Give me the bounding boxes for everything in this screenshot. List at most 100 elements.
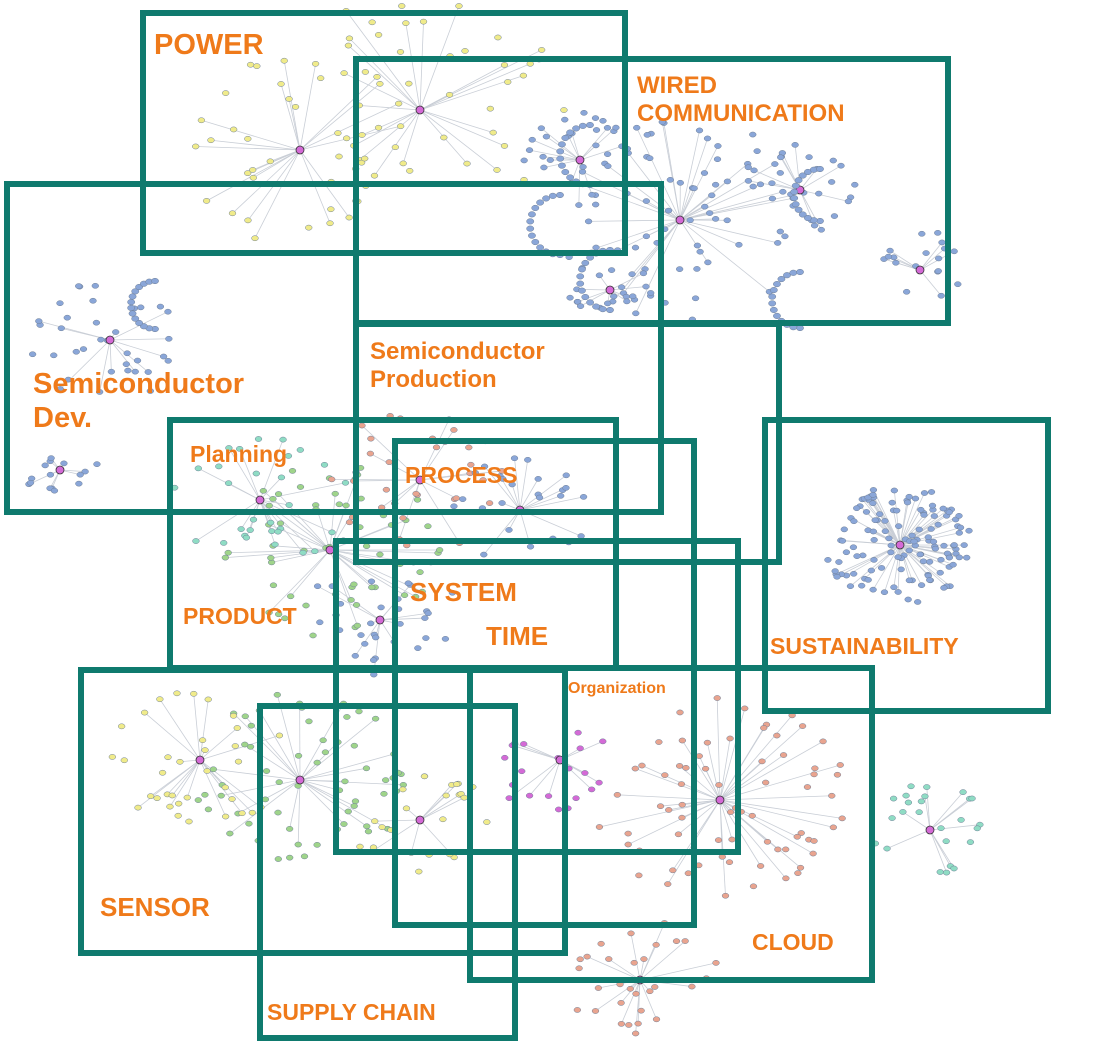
graph-node: [202, 198, 211, 204]
graph-edge: [199, 699, 209, 761]
graph-node: [294, 752, 303, 759]
graph-node: [351, 798, 360, 805]
graph-node: [499, 476, 507, 482]
graph-node: [768, 195, 777, 202]
graph-node: [421, 615, 429, 621]
graph-edge: [919, 242, 943, 271]
graph-edge: [150, 759, 201, 797]
graph-edge: [639, 979, 657, 1020]
graph-node: [455, 3, 463, 9]
graph-node: [631, 244, 640, 251]
graph-edge: [394, 479, 421, 504]
graph-node: [254, 436, 263, 442]
graph-hub-node: [915, 265, 925, 275]
graph-edge: [580, 289, 611, 307]
graph-node: [853, 505, 861, 512]
graph-node: [638, 762, 646, 769]
graph-node: [151, 277, 159, 285]
graph-node: [779, 188, 787, 195]
graph-node: [366, 450, 374, 457]
graph-hub-node: [55, 465, 65, 475]
graph-edge: [627, 799, 721, 845]
graph-node: [294, 841, 302, 848]
graph-node: [968, 795, 976, 802]
graph-node: [76, 471, 84, 478]
graph-node: [768, 300, 777, 307]
graph-edge: [210, 139, 301, 151]
graph-node: [224, 480, 233, 487]
graph-node: [267, 555, 275, 561]
graph-node: [501, 754, 509, 761]
graph-hub-node: [605, 285, 615, 295]
graph-node: [259, 487, 267, 494]
graph-node: [237, 526, 245, 532]
graph-node: [940, 584, 948, 591]
graph-node: [794, 177, 803, 184]
graph-node: [525, 792, 534, 799]
graph-node: [572, 795, 580, 802]
graph-node: [791, 201, 800, 208]
graph-node: [415, 868, 423, 875]
graph-node: [520, 157, 528, 164]
graph-node: [726, 809, 735, 815]
graph-node: [591, 115, 600, 121]
graph-edge: [679, 219, 770, 293]
graph-edge: [679, 191, 783, 221]
graph-node: [566, 129, 574, 136]
graph-node: [877, 565, 886, 571]
graph-node: [28, 351, 37, 358]
graph-edge: [579, 145, 622, 161]
graph-node: [809, 850, 817, 857]
graph-node: [350, 581, 358, 588]
graph-node: [676, 266, 684, 272]
graph-node: [774, 846, 782, 853]
graph-node: [771, 161, 779, 167]
graph-node: [693, 242, 702, 249]
graph-node: [936, 869, 944, 875]
graph-node: [305, 224, 313, 231]
graph-node: [924, 534, 932, 541]
graph-node: [560, 107, 568, 113]
graph-node: [749, 183, 757, 190]
graph-node: [885, 535, 893, 542]
label-system: SYSTEM: [410, 577, 517, 607]
graph-edge: [237, 779, 301, 814]
graph-node: [926, 577, 934, 583]
graph-node: [920, 512, 928, 518]
graph-edge: [635, 768, 721, 801]
graph-hub-node: [295, 775, 305, 785]
graph-node: [531, 238, 540, 246]
graph-node: [371, 818, 379, 825]
region-system-time-frame: [333, 538, 741, 855]
graph-node: [391, 144, 399, 151]
graph-edge: [144, 712, 201, 761]
graph-node: [535, 494, 544, 501]
graph-edge: [639, 940, 686, 981]
graph-node: [816, 165, 824, 173]
graph-node: [334, 130, 342, 136]
graph-edge: [523, 743, 561, 761]
graph-edge: [270, 149, 301, 162]
graph-edge: [873, 489, 901, 546]
graph-node: [604, 300, 612, 307]
graph-edge: [361, 425, 421, 481]
graph-edge: [617, 794, 721, 801]
graph-node: [578, 266, 586, 273]
graph-node: [870, 557, 878, 563]
graph-edge: [167, 759, 201, 795]
graph-node: [610, 293, 618, 300]
graph-node: [895, 523, 903, 530]
graph-node: [922, 250, 930, 256]
graph-node: [367, 620, 375, 627]
graph-edge: [199, 727, 238, 761]
graph-node: [505, 527, 513, 533]
graph-node: [735, 241, 743, 248]
graph-node: [372, 634, 380, 641]
graph-node: [713, 695, 721, 701]
label-product: PRODUCT: [183, 603, 297, 629]
graph-node: [203, 768, 211, 774]
graph-node: [850, 518, 858, 525]
graph-node: [311, 548, 319, 555]
graph-node: [244, 135, 252, 142]
graph-node: [192, 143, 200, 150]
